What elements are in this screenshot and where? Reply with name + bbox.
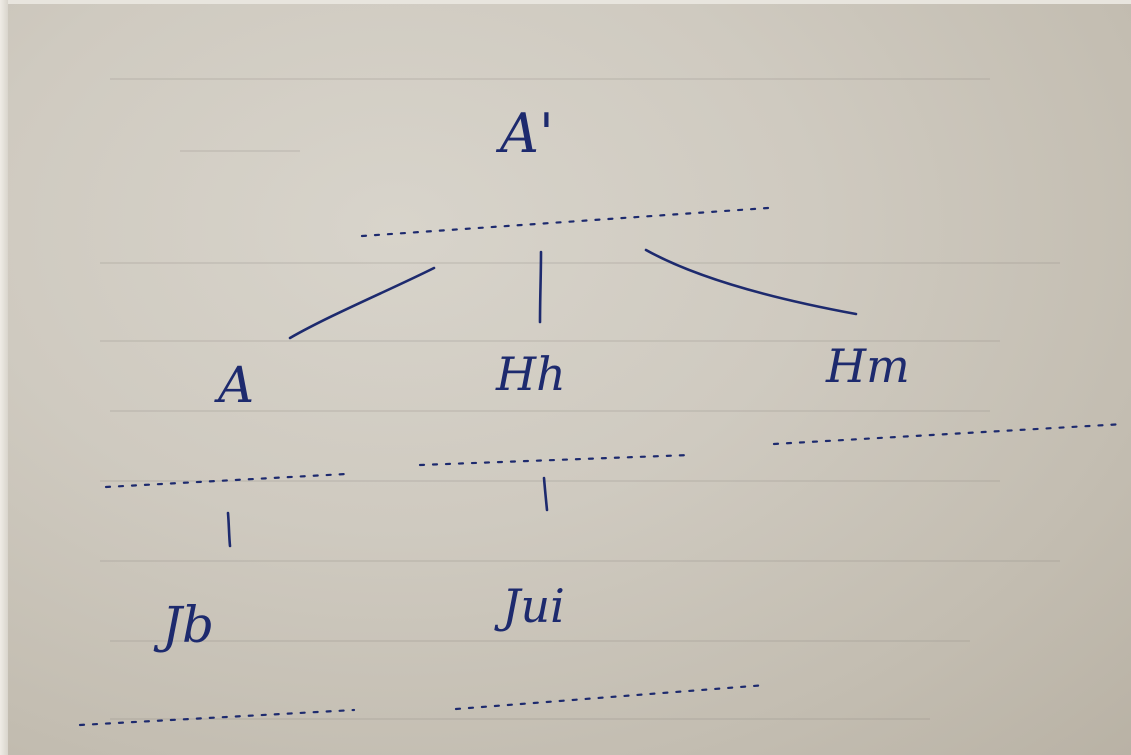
node-hh-label: Hh (495, 347, 566, 401)
node-a-dotted-line (104, 472, 348, 489)
bleed-through-line (110, 410, 990, 412)
bleed-through-line (180, 150, 300, 152)
branch-right (644, 248, 858, 316)
root-dotted-line (360, 206, 770, 238)
bleed-through-line (110, 640, 970, 642)
node-jb-dotted-line (78, 708, 356, 727)
root-label: A' (495, 102, 554, 165)
node-hm-dotted-line (772, 422, 1126, 446)
bleed-through-line (100, 560, 1060, 562)
branch-left (288, 266, 436, 340)
paper-top-edge (0, 0, 1131, 4)
bleed-through-line (110, 78, 990, 80)
node-jui-label: Jui (494, 579, 565, 633)
node-hh-dotted-line (418, 453, 692, 467)
paper-left-edge (0, 0, 8, 755)
node-jb-label: Jb (153, 596, 214, 654)
branch-a-child (226, 511, 232, 548)
bleed-through-line (100, 262, 1060, 264)
node-a-label: A (214, 356, 254, 414)
node-hm-label: Hm (825, 339, 910, 393)
node-jui-dotted-line (454, 683, 768, 711)
bleed-through-line (100, 480, 1000, 482)
bleed-through-line (100, 340, 1000, 342)
branch-hh-child (542, 476, 549, 512)
bleed-through-line (110, 718, 930, 720)
branch-middle (538, 250, 543, 324)
